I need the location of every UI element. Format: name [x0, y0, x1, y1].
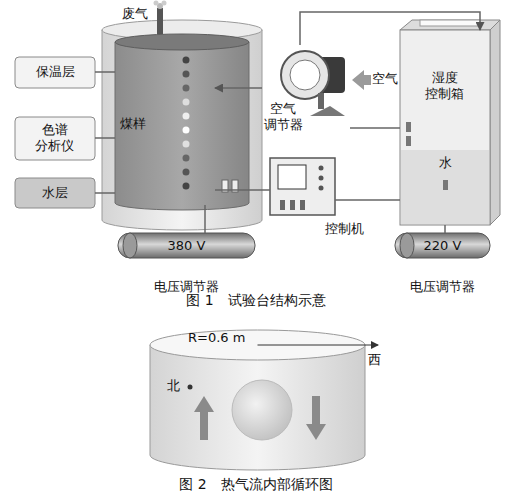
- connector: [95, 137, 115, 139]
- node-text: 保温层: [36, 64, 75, 80]
- down-arrow: [306, 396, 326, 440]
- label-boxes: [15, 57, 95, 208]
- humidity-control-box: 湿度 控制箱水: [400, 30, 490, 225]
- connector: [95, 192, 115, 194]
- air-regulator: 空气 调节器: [262, 45, 350, 140]
- air-label: 空气: [372, 71, 398, 87]
- figure-caption: 图 1 试验台结构示意: [0, 292, 512, 309]
- circulation-cylinder: [150, 330, 378, 470]
- node-text: 水: [439, 155, 452, 171]
- exhaust-label: 废气: [122, 6, 148, 22]
- connector: [204, 205, 206, 233]
- humidity-box: [400, 20, 500, 225]
- figure-caption: 图 2 热气流内部循环图: [0, 476, 512, 493]
- connector: [95, 71, 115, 73]
- connector: [300, 12, 480, 45]
- node-text: 220 V: [424, 238, 462, 254]
- label-box: 色谱 分析仪: [15, 117, 95, 160]
- radius-label: R=0.6 m: [188, 330, 245, 346]
- voltage-regulator: 220 V电压调节器: [395, 233, 490, 258]
- connector: [215, 189, 270, 191]
- label-box: 保温层: [15, 57, 95, 88]
- reactor-cylinder: [102, 1, 262, 231]
- controller-body: [270, 158, 335, 215]
- up-arrow: [194, 396, 214, 440]
- label-box: 水层: [15, 178, 95, 208]
- sensor-dots: [183, 57, 190, 190]
- node-text: 控制机: [325, 221, 364, 237]
- node-text: 水层: [42, 185, 68, 201]
- connector: [444, 225, 446, 233]
- direction-label: 西: [368, 352, 381, 368]
- air-arrow: [352, 70, 371, 90]
- connector: [350, 127, 400, 129]
- controller: 控制机: [270, 158, 335, 215]
- connector: [215, 87, 262, 89]
- node-text: 380 V: [168, 238, 206, 254]
- direction-label: 北: [167, 378, 180, 394]
- voltage-regulator: 380 V电压调节器: [118, 233, 255, 258]
- node-text: 湿度 控制箱: [424, 70, 467, 101]
- node-text: 色谱 分析仪: [34, 122, 77, 153]
- node-text: 空气 调节器: [262, 101, 305, 132]
- node-text: 煤样: [120, 116, 146, 132]
- voltage-regulators: [118, 233, 490, 258]
- connector: [335, 199, 400, 201]
- coal-sample: 煤样: [115, 48, 215, 205]
- node-text: 电压调节器: [410, 279, 475, 295]
